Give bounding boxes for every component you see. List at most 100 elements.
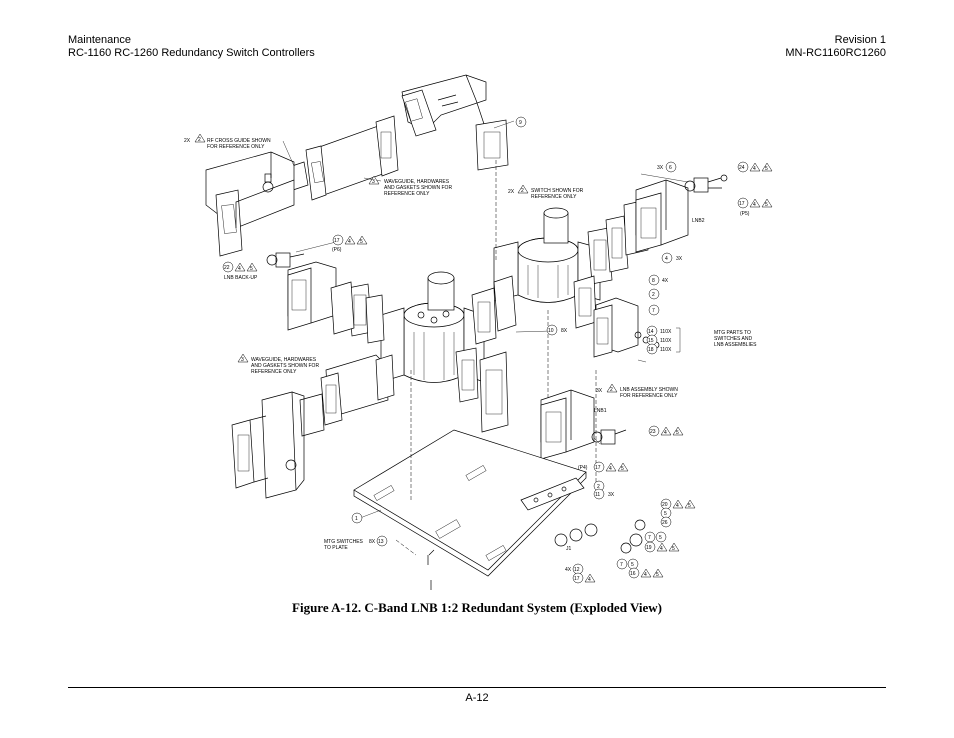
switch-shown-label: SWITCH SHOWN FOR (531, 188, 584, 194)
svg-text:9: 9 (519, 120, 522, 126)
svg-text:12: 12 (574, 567, 580, 573)
header-right: Revision 1 MN-RC1160RC1260 (785, 34, 886, 60)
svg-text:4: 4 (609, 466, 612, 472)
svg-text:4: 4 (676, 503, 679, 509)
header-revision: Revision 1 (834, 34, 886, 46)
svg-text:2: 2 (610, 387, 613, 393)
qty-8x: 8X (561, 328, 568, 334)
svg-text:14: 14 (648, 329, 654, 335)
svg-text:13: 13 (378, 539, 384, 545)
svg-text:15: 15 (648, 338, 654, 344)
lnb2-assembly (635, 179, 689, 253)
exploded-view-drawing: 2X 2 RF CROSS GUIDE SHOWN FOR REFERENCE … (184, 74, 773, 590)
rf-cross-guide-qty: 2X (184, 138, 191, 144)
waveguide-left-label-3: REFERENCE ONLY (251, 369, 297, 375)
waveguide-lower-left (231, 354, 395, 499)
figure-caption: Figure A-12. C-Band LNB 1:2 Redundant Sy… (292, 600, 662, 615)
svg-text:4: 4 (753, 166, 756, 172)
header-section: Maintenance (68, 34, 131, 46)
lnb-assembly-qty: 3X (596, 388, 603, 394)
svg-text:17: 17 (595, 465, 601, 471)
right-mounting-block (593, 297, 660, 358)
lnb1-assembly (540, 389, 627, 460)
svg-text:5: 5 (621, 466, 624, 472)
svg-text:16: 16 (630, 571, 636, 577)
qty-110x-c: 110X (660, 347, 672, 353)
switch-shown-label-2: REFERENCE ONLY (531, 194, 577, 200)
svg-text:4: 4 (665, 256, 668, 262)
svg-text:5: 5 (631, 562, 634, 568)
svg-text:23: 23 (650, 429, 656, 435)
svg-text:10: 10 (548, 328, 554, 334)
p5-label: (P5) (740, 211, 750, 217)
lnb-assembly-label: LNB ASSEMBLY SHOWN (620, 387, 678, 393)
svg-text:5: 5 (676, 430, 679, 436)
qty-4x: 4X (662, 278, 669, 284)
mtg-parts-label-3: LNB ASSEMBLIES (714, 342, 757, 348)
svg-text:6: 6 (669, 165, 672, 171)
qty-3x-c: 3X (608, 492, 615, 498)
switch-center (380, 271, 485, 383)
svg-text:4: 4 (238, 266, 241, 272)
mtg-parts-label: MTG PARTS TO (714, 330, 751, 336)
p6-label: (P6) (332, 247, 342, 253)
lnb-assembly-label-2: FOR REFERENCE ONLY (620, 393, 678, 399)
svg-text:11: 11 (595, 492, 600, 498)
svg-text:17: 17 (739, 201, 745, 207)
svg-text:4: 4 (664, 430, 667, 436)
svg-text:18: 18 (648, 347, 654, 353)
svg-text:5: 5 (664, 511, 667, 517)
svg-text:3: 3 (372, 179, 375, 185)
svg-text:5: 5 (765, 166, 768, 172)
svg-text:4: 4 (660, 546, 663, 552)
qty-3x-a: 3X (657, 165, 664, 171)
waveguide-top-label-2: AND GASKETS SHOWN FOR (384, 185, 452, 191)
bottom-connectors (427, 519, 646, 590)
svg-text:20: 20 (662, 502, 668, 508)
svg-text:17: 17 (574, 576, 580, 582)
qty-110x-b: 110X (660, 338, 672, 344)
svg-text:4: 4 (644, 572, 647, 578)
rf-cross-guide (205, 151, 295, 257)
lnb1-label: LNB1 (594, 408, 607, 414)
svg-text:2: 2 (652, 292, 655, 298)
j1-label: J1 (566, 546, 572, 552)
svg-text:5: 5 (659, 535, 662, 541)
svg-text:5: 5 (656, 572, 659, 578)
leader-lines (282, 120, 689, 519)
svg-text:7: 7 (648, 535, 651, 541)
svg-text:8: 8 (652, 278, 655, 284)
top-waveguide-bend (401, 74, 509, 171)
svg-text:4: 4 (588, 577, 591, 583)
lnb-back-up-label: LNB BACK-UP (224, 275, 258, 281)
svg-text:22: 22 (224, 265, 230, 271)
svg-text:7: 7 (652, 308, 655, 314)
svg-text:4: 4 (753, 202, 756, 208)
header-manual-title: RC-1160 RC-1260 Redundancy Switch Contro… (68, 47, 315, 59)
svg-text:2: 2 (597, 484, 600, 490)
svg-text:5: 5 (765, 202, 768, 208)
p4-label: (P4) (578, 465, 588, 471)
waveguide-left-label: WAVEGUIDE, HARDWARES (251, 357, 317, 363)
svg-text:17: 17 (334, 238, 340, 244)
header-left: Maintenance RC-1160 RC-1260 Redundancy S… (68, 34, 315, 60)
svg-text:2: 2 (198, 137, 201, 143)
callouts: 2X 2 RF CROSS GUIDE SHOWN FOR REFERENCE … (184, 116, 773, 584)
lnb2-connector (684, 174, 728, 193)
mtg-switches-qty: 8X (369, 539, 376, 545)
svg-text:5: 5 (672, 546, 675, 552)
page-number: A-12 (465, 692, 489, 704)
svg-text:1: 1 (355, 516, 358, 522)
svg-text:26: 26 (662, 520, 668, 526)
mtg-switches-label-2: TO PLATE (324, 545, 348, 551)
svg-text:5: 5 (688, 503, 691, 509)
mtg-switches-label: MTG SWITCHES (324, 539, 364, 545)
lnb-backup-assembly (266, 252, 355, 335)
waveguide-top-label-3: REFERENCE ONLY (384, 191, 430, 197)
svg-text:5: 5 (250, 266, 253, 272)
waveguide-left-label-2: AND GASKETS SHOWN FOR (251, 363, 319, 369)
svg-text:2: 2 (521, 188, 524, 194)
svg-text:7: 7 (620, 562, 623, 568)
switch-qty: 2X (508, 189, 515, 195)
base-plate (353, 429, 587, 577)
